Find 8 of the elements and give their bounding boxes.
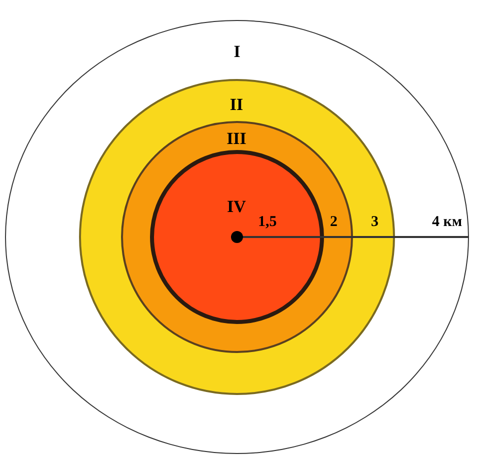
distance-label: 1,5: [258, 215, 277, 230]
zone-number: I: [234, 42, 240, 61]
distance-label: 2: [330, 215, 338, 230]
distance-label: 4 км: [432, 215, 462, 230]
zone-number: III: [226, 128, 246, 148]
zone-number: IV: [227, 196, 246, 216]
zone-number: II: [230, 94, 244, 114]
distance-label: 3: [371, 215, 378, 230]
